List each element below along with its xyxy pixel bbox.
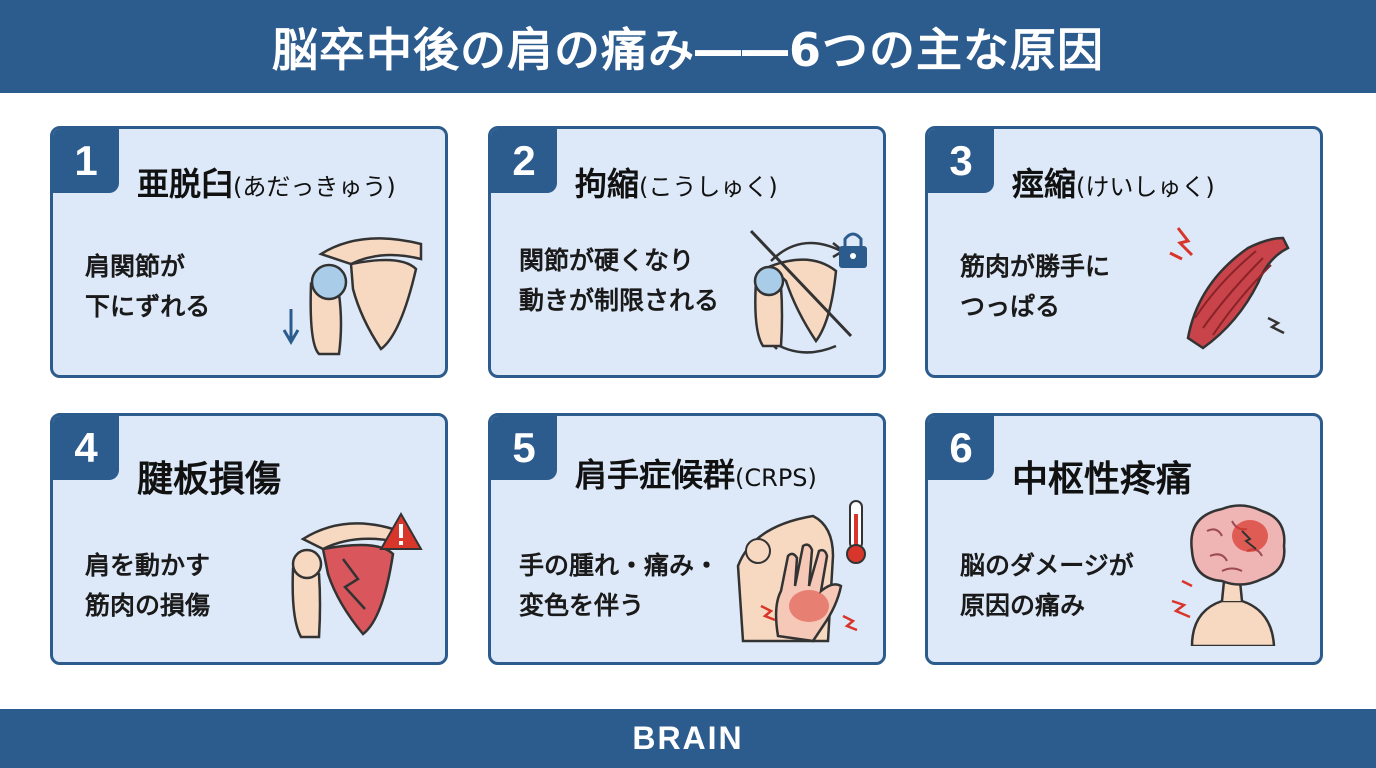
cause-card-contracture: 2 拘縮(こうしゅく) 関節が硬くなり動きが制限される	[488, 126, 886, 378]
swollen-hand-thermometer-icon	[736, 500, 866, 643]
rotator-cuff-warning-icon	[291, 511, 423, 639]
shoulder-subluxation-icon	[282, 237, 423, 356]
header-bar: 脳卒中後の肩の痛み――6つの主な原因	[0, 0, 1376, 93]
card-description: 筋肉が勝手につっぱる	[960, 252, 1111, 321]
number-badge: 2	[491, 129, 557, 193]
cause-card-rotator-cuff: 4 腱板損傷 肩を動かす筋肉の損傷	[50, 413, 448, 665]
muscle-spasm-icon	[1169, 227, 1290, 350]
card-title: 痙縮(けいしゅく)	[1012, 165, 1215, 203]
card-description: 脳のダメージが原因の痛み	[960, 551, 1134, 620]
card-title: 中枢性疼痛	[1012, 459, 1193, 500]
card-title: 肩手症候群(CRPS)	[575, 456, 817, 494]
cause-card-subluxation: 1 亜脱臼(あだっきゅう) 肩関節が下にずれる	[50, 126, 448, 378]
number-badge: 1	[53, 129, 119, 193]
card-description: 手の腫れ・痛み・変色を伴う	[519, 551, 720, 620]
footer-bar: BRAIN	[0, 709, 1376, 768]
locked-shoulder-icon	[749, 229, 867, 354]
card-title: 腱板損傷	[137, 459, 282, 500]
card-title: 亜脱臼(あだっきゅう)	[137, 165, 396, 203]
cause-card-spasticity: 3 痙縮(けいしゅく) 筋肉が勝手につっぱる	[925, 126, 1323, 378]
card-description: 肩を動かす筋肉の損傷	[85, 551, 211, 620]
cause-card-central-pain: 6 中枢性疼痛 脳のダメージが原因の痛み	[925, 413, 1323, 665]
cause-card-crps: 5 肩手症候群(CRPS) 手の腫れ・痛み・変色を伴う	[488, 413, 886, 665]
brand-name: BRAIN	[632, 720, 744, 756]
brain-pain-icon	[1171, 504, 1286, 646]
number-badge: 4	[53, 416, 119, 480]
card-description: 関節が硬くなり動きが制限される	[519, 246, 720, 315]
page-title: 脳卒中後の肩の痛み――6つの主な原因	[271, 22, 1104, 77]
number-badge: 5	[491, 416, 557, 480]
card-title: 拘縮(こうしゅく)	[575, 165, 778, 203]
number-badge: 3	[928, 129, 994, 193]
card-description: 肩関節が下にずれる	[85, 252, 211, 321]
number-badge: 6	[928, 416, 994, 480]
